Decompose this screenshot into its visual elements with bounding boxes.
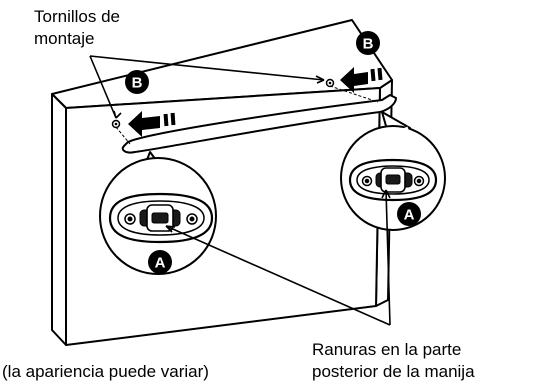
- badge-a-left: A: [148, 250, 172, 274]
- slots-label-line2: posterior de la manija: [312, 362, 475, 381]
- badge-b-right: B: [356, 31, 380, 55]
- slot-detail-left: [99, 151, 217, 275]
- alignment-lines: [115, 85, 379, 145]
- badge-a-right: A: [397, 202, 421, 226]
- slots-label-line1: Ranuras en la parte: [312, 340, 461, 359]
- svg-text:A: A: [155, 255, 166, 272]
- arrow-right-icon: [340, 67, 383, 93]
- mounting-screws-label-line2: montaje: [34, 29, 94, 48]
- badge-b-left: B: [125, 70, 149, 94]
- slot-detail-right: [340, 111, 446, 231]
- arrow-left-icon: [128, 111, 176, 137]
- mounting-screws-label-line1: Tornillos de: [34, 7, 120, 26]
- screw-leader-lines: [89, 55, 325, 119]
- mounting-screw-left: [111, 119, 121, 129]
- mounting-screw-right: [325, 78, 335, 88]
- svg-text:A: A: [404, 207, 415, 224]
- slot-leader-lines: [165, 189, 391, 326]
- appearance-note: (la apariencia puede variar): [2, 362, 209, 381]
- svg-text:B: B: [132, 75, 143, 92]
- handle: [121, 94, 397, 154]
- svg-text:B: B: [363, 36, 374, 53]
